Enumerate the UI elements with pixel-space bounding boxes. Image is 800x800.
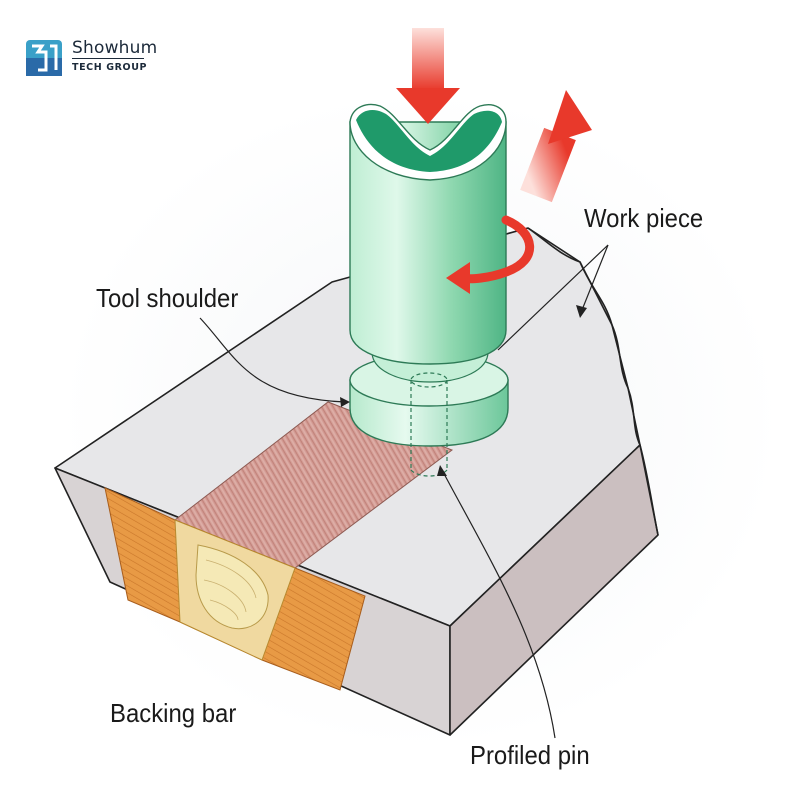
leader-tool-shoulder — [199, 317, 346, 403]
label-backing-bar: Backing bar — [110, 698, 237, 728]
logo-divider — [72, 58, 144, 59]
rotation-arrow-icon — [446, 215, 535, 294]
travel-arrow-icon — [520, 90, 592, 203]
leader-work-piece-1 — [497, 244, 609, 351]
leader-work-piece-2 — [581, 244, 609, 311]
showhum-logo-icon — [26, 40, 62, 76]
logo-subtitle: TECH GROUP — [72, 62, 148, 73]
weld-cross-section — [104, 487, 366, 691]
weld-nugget — [195, 544, 269, 630]
tool-body — [349, 103, 507, 365]
label-work-piece: Work piece — [584, 203, 704, 233]
profiled-pin — [410, 372, 448, 477]
tool-cup — [356, 110, 502, 172]
down-arrow-icon — [396, 28, 460, 124]
logo-name: Showhum — [72, 38, 158, 58]
label-profiled-pin: Profiled pin — [470, 740, 590, 770]
label-tool-shoulder: Tool shoulder — [96, 283, 239, 313]
tool-shoulder — [349, 351, 509, 447]
leader-profiled-pin — [441, 469, 556, 739]
